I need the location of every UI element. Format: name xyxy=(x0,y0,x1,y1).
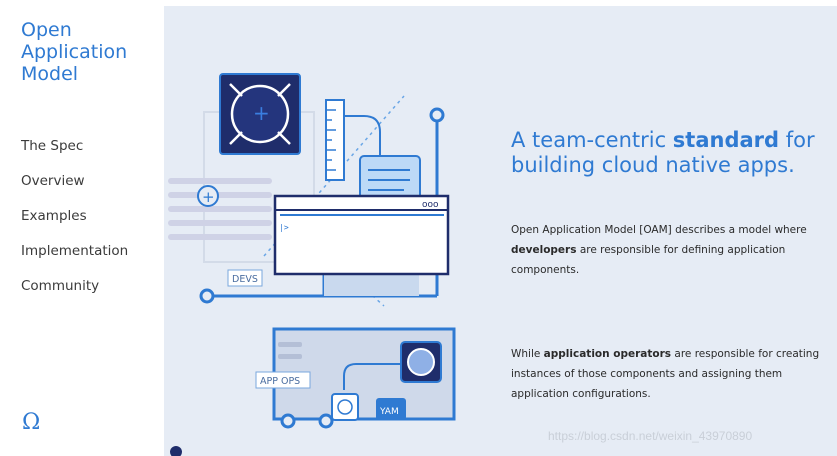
decor-bar xyxy=(168,234,272,240)
terminal-prompt: |> xyxy=(279,223,289,232)
node-dot xyxy=(170,446,182,456)
sidebar-nav: The Spec Overview Examples Implementatio… xyxy=(21,136,128,311)
headline-text: A team-centric xyxy=(511,128,673,152)
nav-item-community[interactable]: Community xyxy=(21,278,100,294)
gear-icon xyxy=(331,393,359,421)
ops-component-circle xyxy=(407,348,435,376)
node-ring xyxy=(429,107,445,123)
window-dots-icon: ooo xyxy=(422,200,439,210)
nav-item-implementation[interactable]: Implementation xyxy=(21,243,129,259)
appops-label: APP OPS xyxy=(260,376,300,387)
add-circle-icon xyxy=(197,185,219,207)
para-bold: developers xyxy=(511,244,577,256)
decor-bar xyxy=(278,342,302,347)
corner-line xyxy=(229,83,243,97)
headline-text-end: for building cloud native apps. xyxy=(511,128,815,177)
appops-tag xyxy=(255,371,311,389)
omega-icon[interactable]: Ω xyxy=(22,410,41,435)
connector-line xyxy=(343,363,400,390)
nav-item-overview[interactable]: Overview xyxy=(21,173,85,189)
base-block xyxy=(324,274,419,296)
add-plus-glyph: + xyxy=(202,188,215,206)
devs-tag xyxy=(227,269,263,287)
devs-label: DEVS xyxy=(232,274,258,285)
yaml-file-icon xyxy=(376,398,406,420)
decor-bar xyxy=(168,178,272,184)
para-bold: application operators xyxy=(543,348,672,360)
node-ring xyxy=(199,288,215,304)
para-text-end: are responsible for creating instances o… xyxy=(511,348,820,400)
corner-line xyxy=(229,131,243,145)
decor-bar xyxy=(168,220,272,226)
para-text: While xyxy=(511,348,544,360)
developers-paragraph: Open Application Model [OAM] describes a… xyxy=(511,220,831,280)
hero-illustration: + + DEVS ooo |> xyxy=(168,73,456,456)
component-circle xyxy=(230,84,290,144)
operators-paragraph: While application operators are responsi… xyxy=(511,344,831,404)
yaml-label: YAM xyxy=(379,407,399,417)
sidebar: Open Application Model The Spec Overview… xyxy=(0,0,164,456)
plus-icon: + xyxy=(253,101,270,125)
site-logo-title[interactable]: Open Application Model xyxy=(21,19,128,85)
decor-bar xyxy=(278,354,302,359)
hero-headline: A team-centric standard for building clo… xyxy=(511,128,831,178)
para-text-end: are responsible for defining application… xyxy=(511,244,786,276)
connector-line xyxy=(344,115,381,156)
nav-item-the-spec[interactable]: The Spec xyxy=(21,138,84,154)
gear-circle xyxy=(337,399,353,415)
node-ring xyxy=(280,413,296,429)
hero-section: + + DEVS ooo |> xyxy=(164,6,837,456)
corner-line xyxy=(277,131,291,145)
decor-bar xyxy=(168,206,272,212)
nav-item-examples[interactable]: Examples xyxy=(21,208,87,224)
para-text: Open Application Model [OAM] describes a… xyxy=(511,224,807,236)
headline-bold: standard xyxy=(672,128,780,152)
corner-line xyxy=(277,83,291,97)
decor-bar xyxy=(168,192,272,198)
watermark: https://blog.csdn.net/weixin_43970890 xyxy=(548,429,753,443)
node-ring xyxy=(318,413,334,429)
